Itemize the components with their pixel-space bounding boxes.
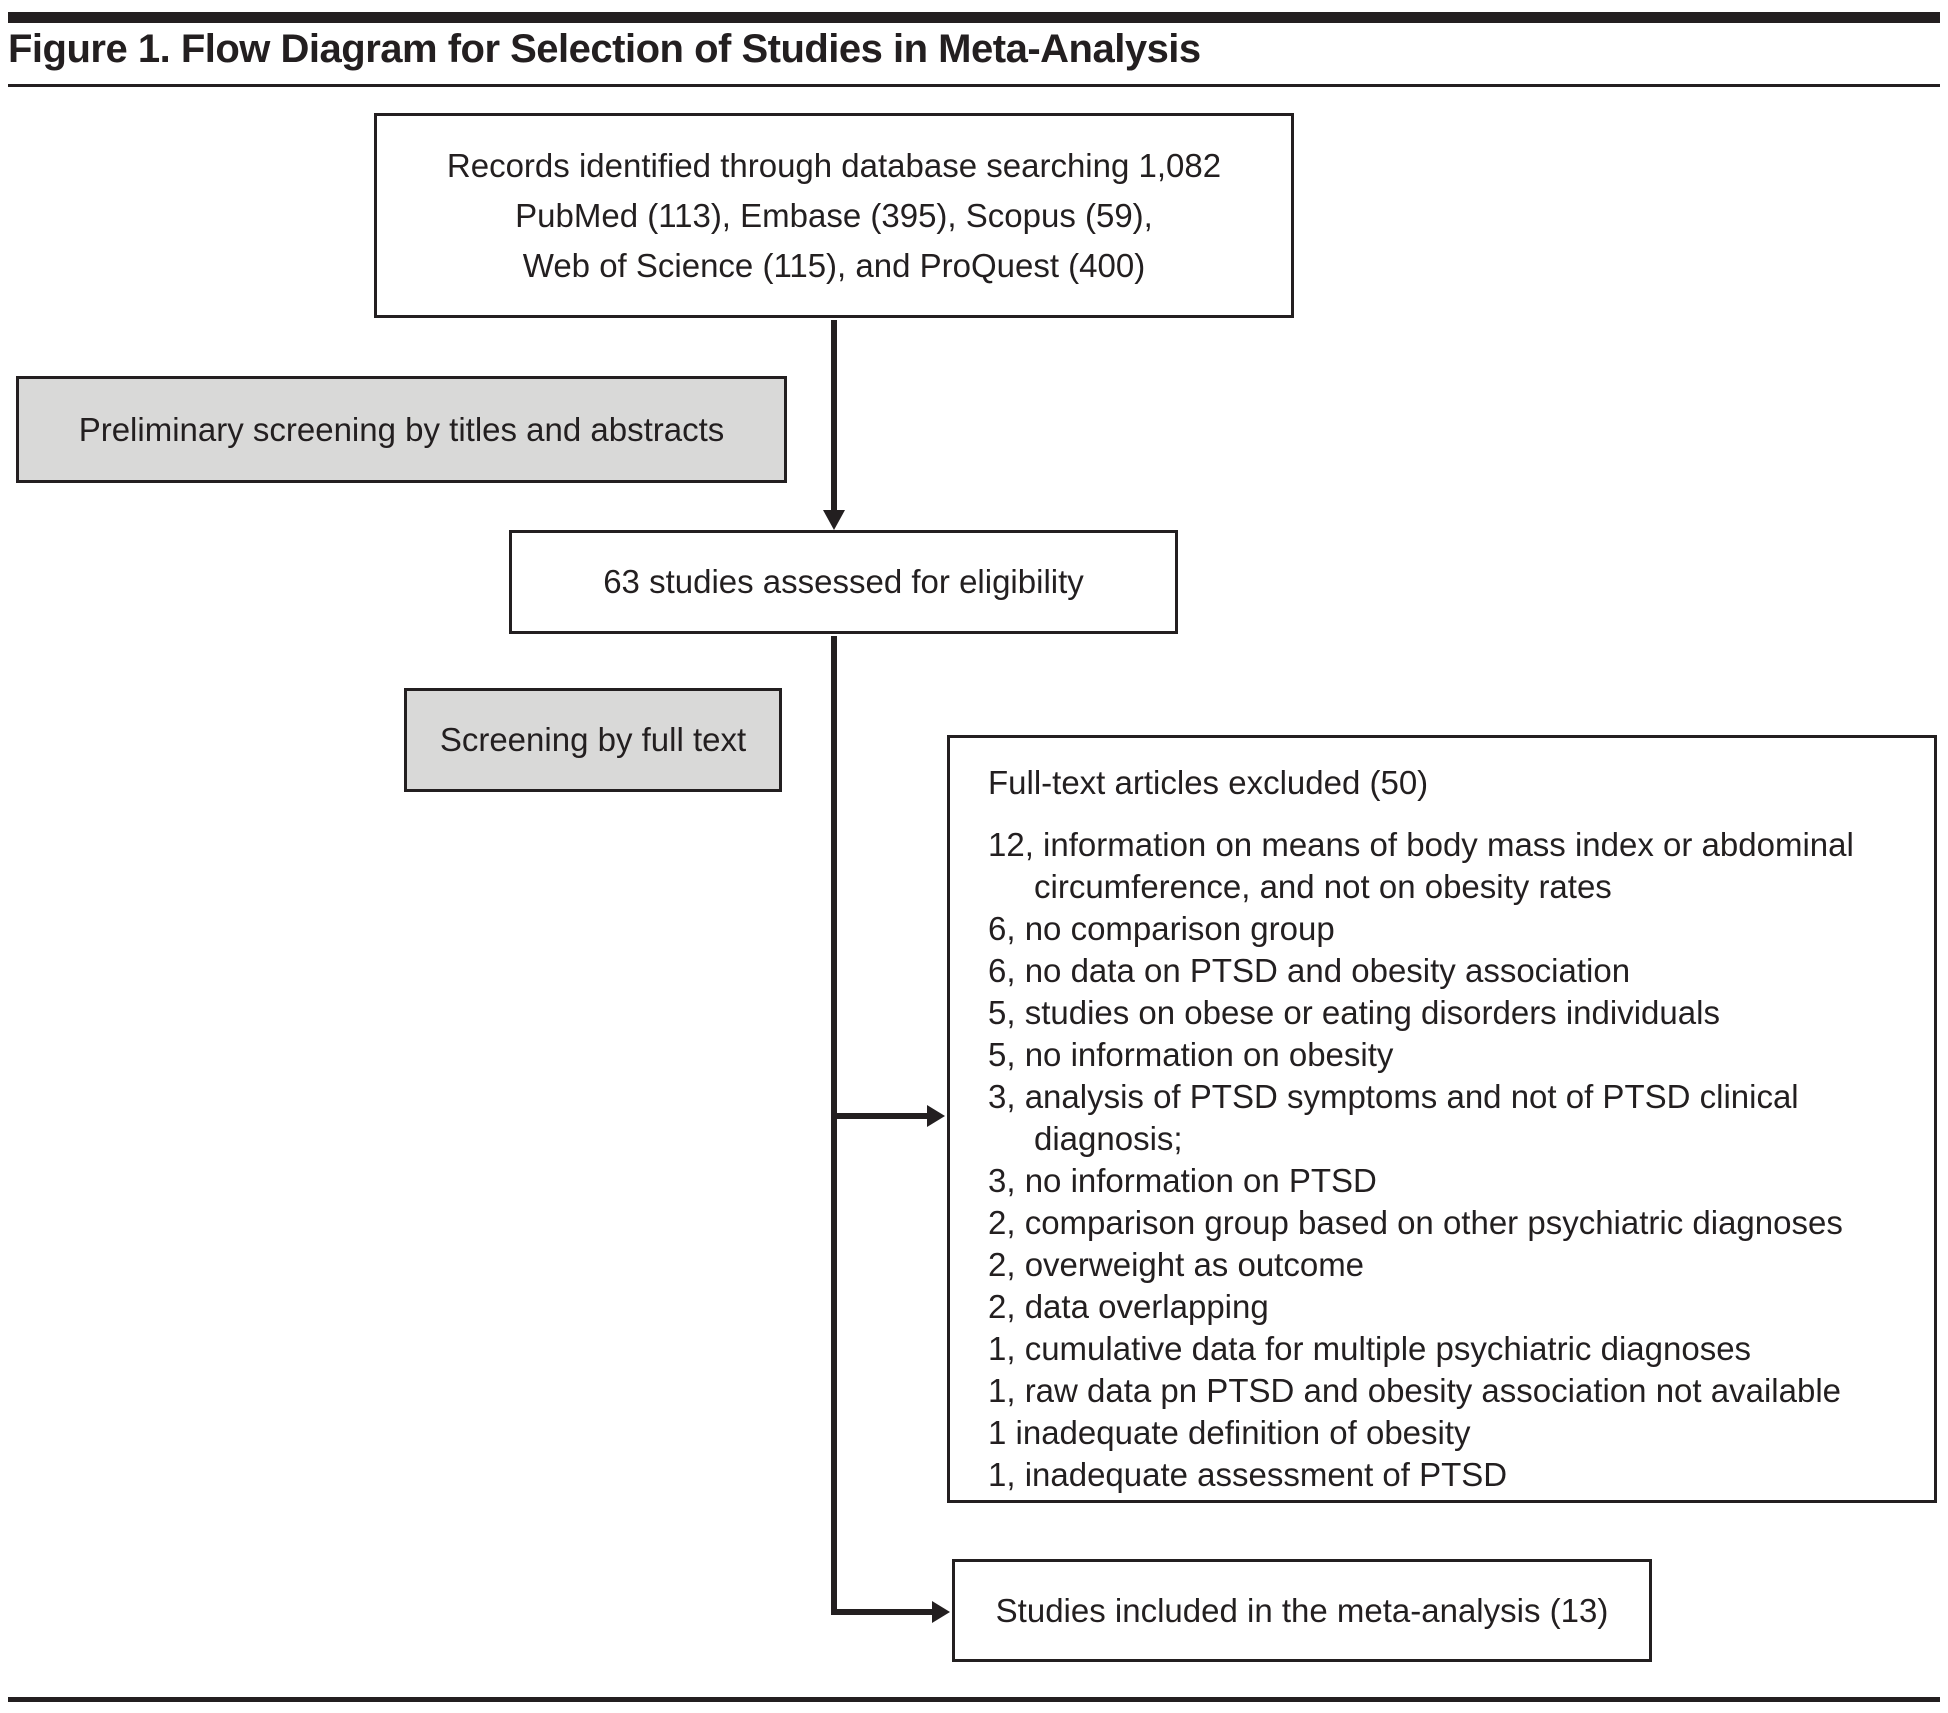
arrowhead-down-assessed xyxy=(823,510,845,530)
preliminary-screening-box: Preliminary screening by titles and abst… xyxy=(16,376,787,483)
connector-assessed-to-included xyxy=(831,636,932,1615)
excluded-header: Full-text articles excluded (50) xyxy=(988,764,1429,801)
excluded-item: 5, no information on obesity xyxy=(988,1036,1394,1073)
excluded-item: 3, no information on PTSD xyxy=(988,1162,1377,1199)
title-rule xyxy=(8,84,1940,87)
records-line-3: Web of Science (115), and ProQuest (400) xyxy=(522,246,1146,284)
records-identified-box: Records identified through database sear… xyxy=(374,113,1294,318)
full-text-excluded-box: Full-text articles excluded (50) 12, inf… xyxy=(947,735,1937,1503)
excluded-item: 2, comparison group based on other psych… xyxy=(988,1204,1843,1241)
bottom-rule xyxy=(8,1697,1940,1702)
excluded-item: 12, information on means of body mass in… xyxy=(988,826,1854,905)
excluded-item: 3, analysis of PTSD symptoms and not of … xyxy=(988,1078,1799,1157)
excluded-item: 2, data overlapping xyxy=(988,1288,1269,1325)
excluded-item: 1, cumulative data for multiple psychiat… xyxy=(988,1330,1752,1367)
excluded-item: 1 inadequate definition of obesity xyxy=(988,1414,1471,1451)
excluded-item: 1, raw data pn PTSD and obesity associat… xyxy=(988,1372,1842,1409)
full-text-screening-box: Screening by full text xyxy=(404,688,782,792)
figure-title: Figure 1. Flow Diagram for Selection of … xyxy=(8,27,1201,71)
excluded-item: 5, studies on obese or eating disorders … xyxy=(988,994,1720,1031)
records-line-2: PubMed (113), Embase (395), Scopus (59), xyxy=(515,196,1153,234)
excluded-item: 6, no comparison group xyxy=(988,910,1335,947)
excluded-item: 2, overweight as outcome xyxy=(988,1246,1365,1283)
top-rule-thick xyxy=(8,12,1940,23)
arrowhead-right-included xyxy=(932,1601,950,1623)
studies-included-box: Studies included in the meta-analysis (1… xyxy=(952,1559,1652,1662)
assessed-for-eligibility-box: 63 studies assessed for eligibility xyxy=(509,530,1178,634)
records-line-1: Records identified through database sear… xyxy=(446,146,1222,184)
excluded-item: 1, inadequate assessment of PTSD xyxy=(988,1456,1508,1493)
excluded-item: 6, no data on PTSD and obesity associati… xyxy=(988,952,1631,989)
arrowhead-right-excluded xyxy=(927,1105,945,1127)
